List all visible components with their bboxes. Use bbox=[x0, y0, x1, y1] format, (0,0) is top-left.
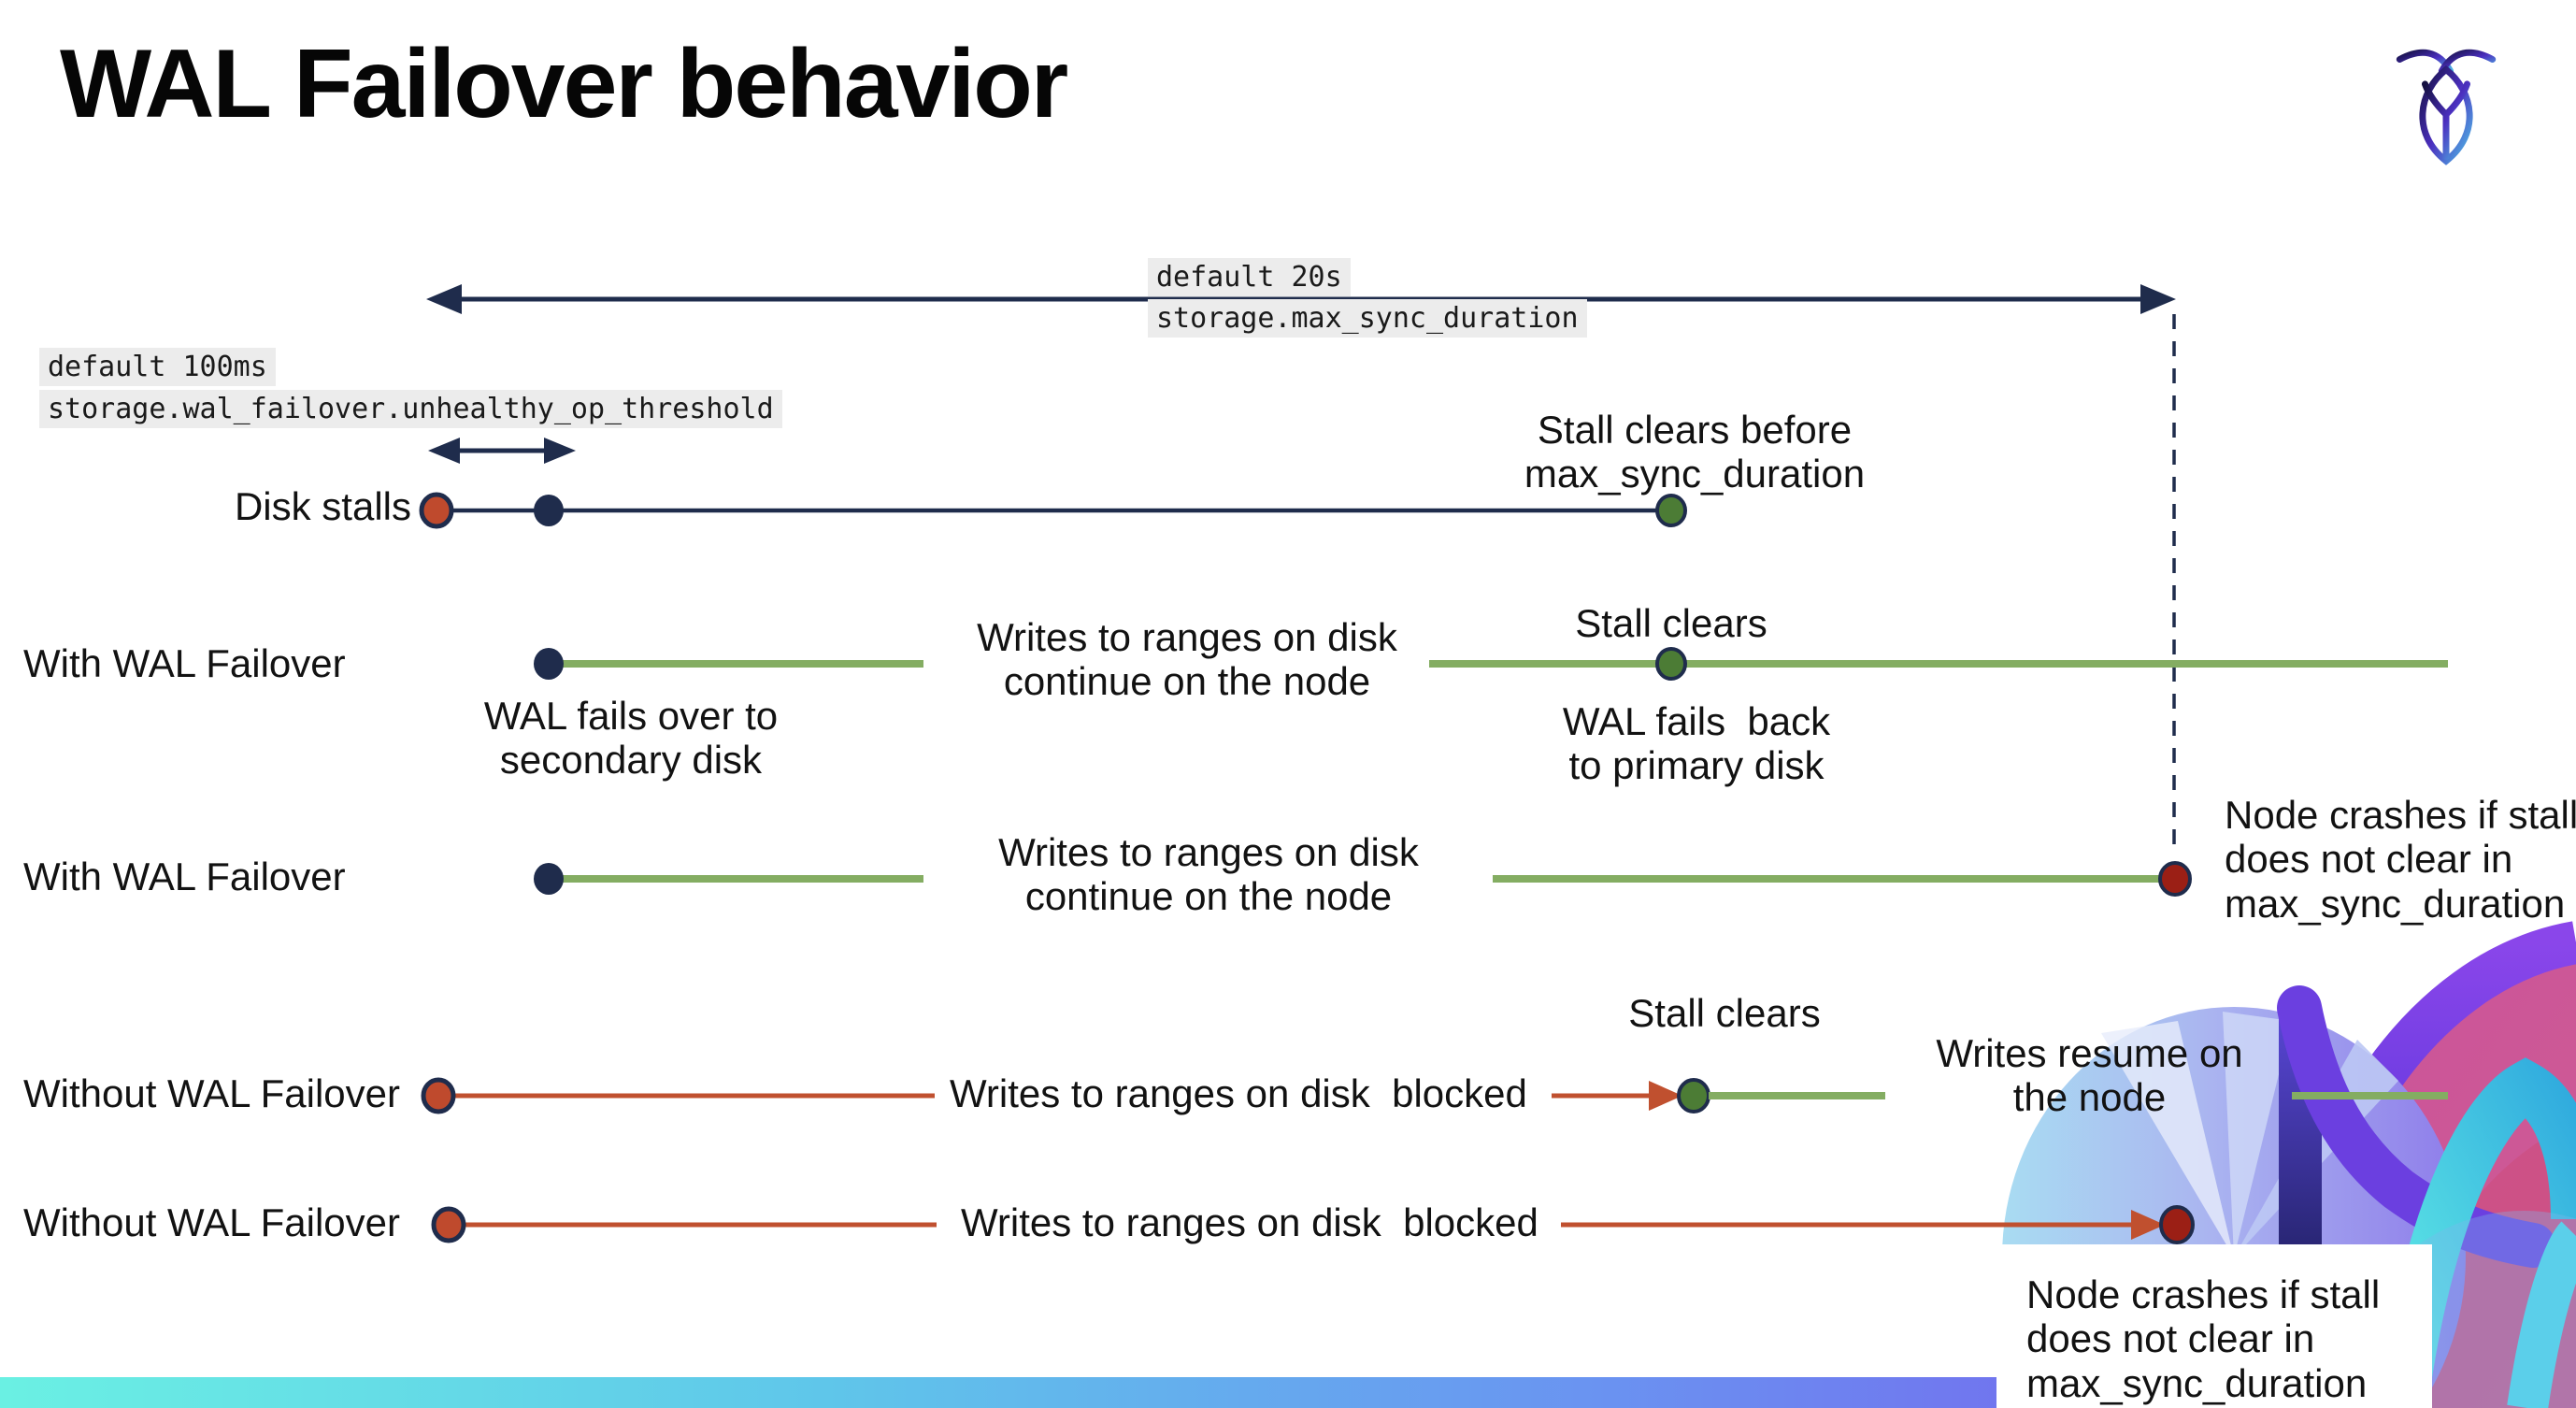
row-with-wal-failover-2-line bbox=[534, 861, 2192, 897]
stall-clears-dot bbox=[1677, 1078, 1710, 1113]
disk-stall-start-dot bbox=[421, 1077, 456, 1114]
node-crashes-label-1: Node crashes if stall does not clear in … bbox=[2225, 793, 2576, 926]
max-sync-default-label: default 20s bbox=[1148, 258, 1351, 296]
node-crashes-callout-box: Node crashes if stall does not clear in … bbox=[1996, 1244, 2432, 1408]
max-sync-setting-name: storage.max_sync_duration bbox=[1148, 299, 1587, 338]
node-crash-dot bbox=[2159, 1205, 2195, 1244]
stall-clears-before-label: Stall clears before max_sync_duration bbox=[1524, 408, 1866, 496]
wal-fails-over-label: WAL fails over to secondary disk bbox=[483, 694, 779, 783]
red-arrowhead bbox=[1649, 1081, 1682, 1111]
unhealthy-op-default-label: default 100ms bbox=[39, 348, 276, 386]
disk-stall-start-dot bbox=[419, 492, 454, 529]
wal-failover-dot bbox=[534, 863, 564, 895]
failover-threshold-dot bbox=[534, 495, 564, 526]
red-arrowhead bbox=[2131, 1210, 2165, 1240]
writes-continue-label-1: Writes to ranges on disk continue on the… bbox=[977, 615, 1397, 704]
writes-blocked-label-2: Writes to ranges on disk blocked bbox=[961, 1200, 1538, 1244]
page-title: WAL Failover behavior bbox=[60, 30, 1068, 138]
row-label-with-wal-failover-1: With WAL Failover bbox=[23, 641, 346, 685]
row-label-disk-stalls: Disk stalls bbox=[234, 484, 411, 528]
row-label-without-wal-failover-1: Without WAL Failover bbox=[23, 1071, 400, 1115]
row-without-wal-failover-2-line bbox=[431, 1205, 2195, 1244]
stall-clears-label-1: Stall clears bbox=[1575, 601, 1767, 645]
row-disk-stalls-line bbox=[419, 492, 1687, 529]
stall-clears-label-2: Stall clears bbox=[1628, 991, 1821, 1035]
row-label-with-wal-failover-2: With WAL Failover bbox=[23, 855, 346, 898]
cockroachdb-logo-icon bbox=[2396, 49, 2497, 165]
disk-stall-start-dot bbox=[431, 1206, 466, 1243]
node-crash-dot bbox=[2158, 861, 2192, 897]
row-without-wal-failover-1-line bbox=[421, 1077, 2448, 1114]
stall-clears-dot bbox=[1655, 494, 1687, 527]
writes-resume-label: Writes resume on the node bbox=[1936, 1031, 2243, 1120]
unhealthy-op-threshold-arrow bbox=[428, 438, 576, 464]
stall-clears-dot bbox=[1655, 647, 1687, 681]
unhealthy-op-setting-name: storage.wal_failover.unhealthy_op_thresh… bbox=[39, 390, 782, 428]
wal-failover-dot bbox=[534, 648, 564, 680]
writes-blocked-label-1: Writes to ranges on disk blocked bbox=[950, 1071, 1527, 1115]
row-with-wal-failover-1-line bbox=[534, 647, 2448, 681]
row-label-without-wal-failover-2: Without WAL Failover bbox=[23, 1200, 400, 1244]
node-crashes-label-2: Node crashes if stall does not clear in … bbox=[2026, 1272, 2381, 1405]
wal-fails-back-label: WAL fails back to primary disk bbox=[1562, 699, 1831, 788]
writes-continue-label-2: Writes to ranges on disk continue on the… bbox=[998, 830, 1419, 919]
